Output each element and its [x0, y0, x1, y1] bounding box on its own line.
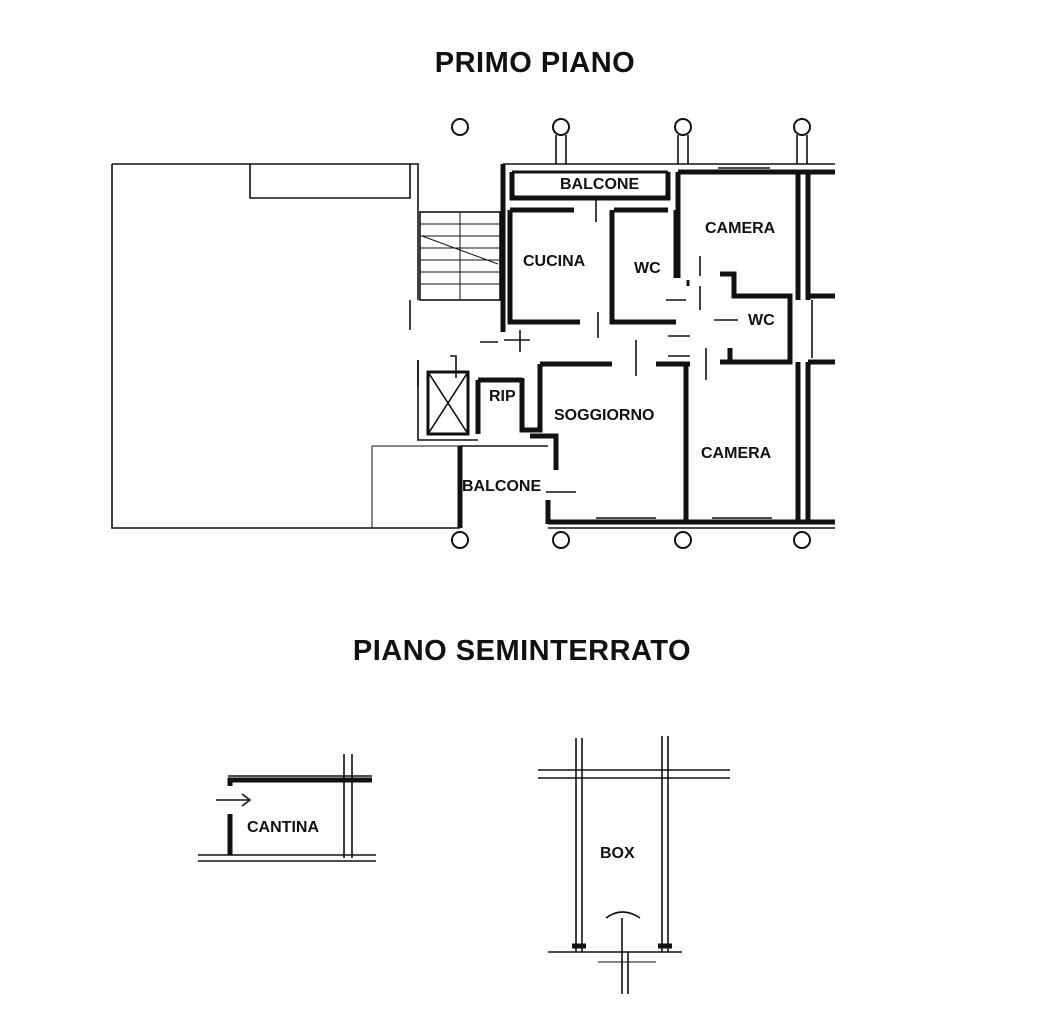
room-label-cucina: CUCINA — [523, 253, 586, 270]
room-label-wc-1: WC — [634, 260, 661, 277]
room-label-balcone-top: BALCONE — [560, 176, 639, 193]
interior-walls — [457, 207, 793, 528]
windows — [596, 167, 813, 519]
first-floor-plan: BALCONE CUCINA WC CAMERA WC RIP SOGGIORN… — [111, 118, 835, 549]
room-label-rip: RIP — [489, 388, 516, 405]
elevator-shaft — [417, 360, 478, 441]
room-label-soggiorno: SOGGIORNO — [554, 407, 654, 424]
adjacent-building — [111, 163, 460, 529]
door-marks — [417, 200, 738, 493]
cantina-plan: CANTINA — [198, 754, 376, 862]
room-label-camera-top: CAMERA — [705, 220, 776, 237]
staircase — [419, 211, 501, 301]
apartment-walls — [500, 163, 835, 529]
columns — [451, 118, 811, 549]
room-label-wc-2: WC — [748, 312, 775, 329]
basement-title: PIANO SEMINTERRATO — [353, 635, 691, 667]
first-floor-title: PRIMO PIANO — [435, 47, 635, 79]
room-label-balcone-bottom: BALCONE — [462, 478, 541, 495]
room-label-camera-bottom: CAMERA — [701, 445, 772, 462]
box-plan: BOX — [538, 736, 730, 994]
room-label-cantina: CANTINA — [247, 819, 319, 836]
room-label-box: BOX — [600, 845, 635, 862]
